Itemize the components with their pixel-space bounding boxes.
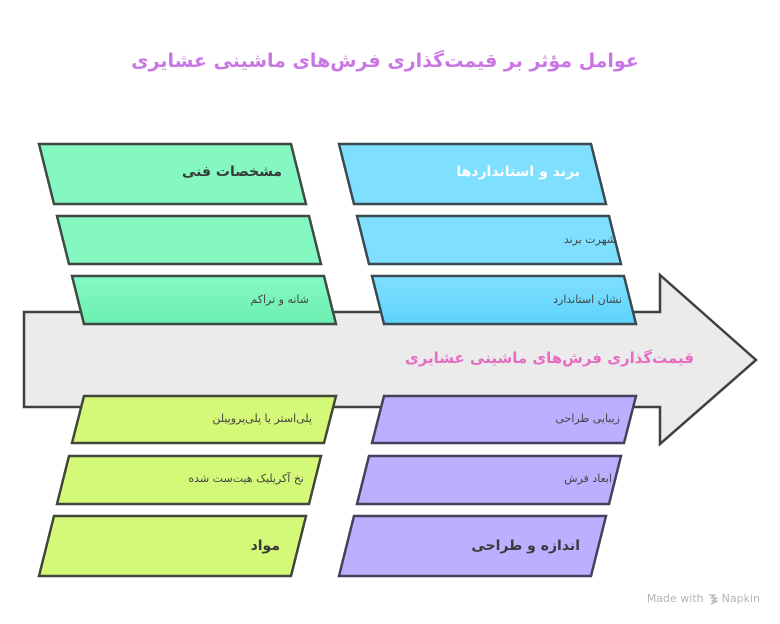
- napkin-logo-icon: [708, 593, 718, 605]
- materials-item-2: نخ آکریلیک هیت‌ست شده: [188, 472, 304, 485]
- brand-item-box-2: [370, 274, 638, 326]
- technical-item-box-2: [70, 274, 338, 326]
- technical-heading-box: [37, 142, 308, 206]
- materials-item-box-2: [55, 454, 323, 506]
- center-label: قیمت‌گذاری فرش‌های ماشینی عشایری: [404, 349, 694, 367]
- size-design-heading-box: [337, 514, 608, 578]
- technical-item-box-1: [55, 214, 323, 266]
- diagram-title: عوامل مؤثر بر قیمت‌گذاری فرش‌های ماشینی …: [131, 50, 639, 72]
- brand-item-1: شهرت برند: [563, 233, 616, 246]
- size-design-item-1: زیبایی طراحی: [555, 412, 620, 425]
- napkin-brand-text: Napkin: [721, 592, 760, 605]
- made-with-text: Made with: [646, 592, 704, 605]
- brand-heading: برند و استانداردها: [456, 164, 580, 180]
- materials-heading: مواد: [250, 538, 280, 554]
- napkin-watermark[interactable]: Made with Napkin: [647, 592, 760, 605]
- materials-item-box-1: [70, 394, 338, 445]
- brand-item-2: نشان استاندارد: [553, 293, 622, 306]
- brand-heading-box: [337, 142, 608, 206]
- size-design-item-box-2: [355, 454, 623, 506]
- technical-item-2: شانه و تراکم: [250, 293, 309, 306]
- size-design-heading: اندازه و طراحی: [471, 538, 580, 554]
- brand-item-box-1: [355, 214, 623, 266]
- materials-heading-box: [37, 514, 308, 578]
- size-design-item-box-1: [370, 394, 638, 445]
- materials-item-1: پلی‌استر یا پلی‌پروپیلن: [212, 412, 312, 425]
- size-design-item-2: ابعاد فرش: [564, 472, 612, 485]
- technical-heading: مشخصات فنی: [181, 164, 282, 180]
